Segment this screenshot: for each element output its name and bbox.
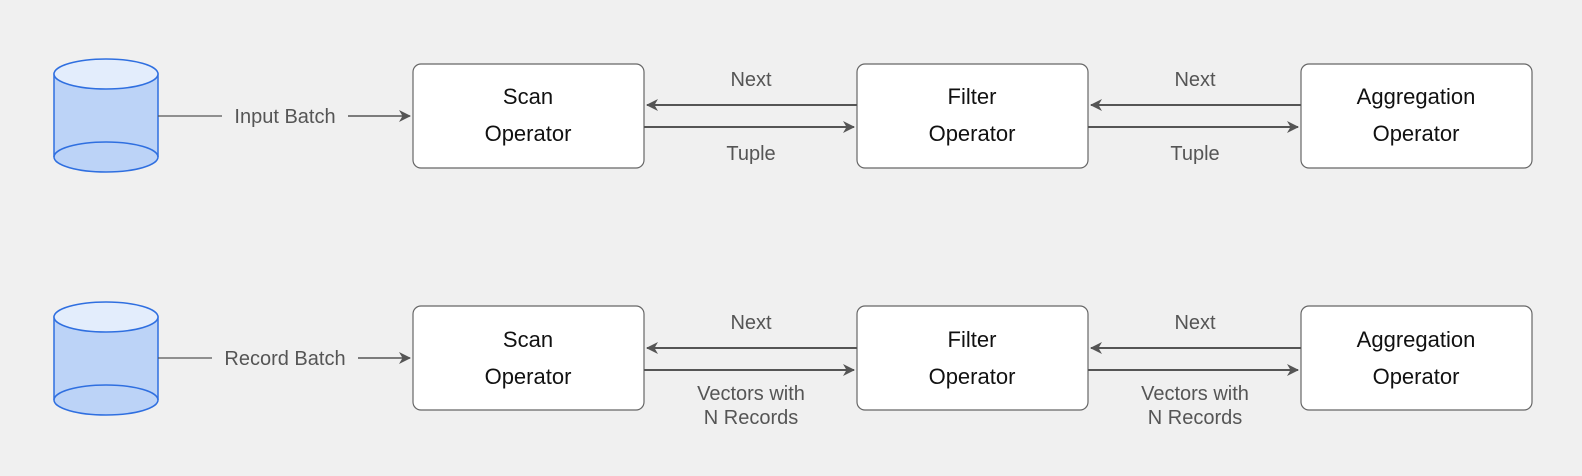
operator-type: Operator <box>929 121 1016 146</box>
input-connector: Record Batch <box>158 348 411 370</box>
operator-name: Aggregation <box>1357 327 1476 352</box>
scan-filter-link: Next Vectors with N Records <box>644 312 857 429</box>
filter-aggregation-link: Next Tuple <box>1088 69 1301 165</box>
scan-operator-box: Scan Operator <box>412 63 645 169</box>
data-label-line1: Vectors with <box>697 383 805 405</box>
operator-name: Aggregation <box>1357 84 1476 109</box>
scan-operator-box: Scan Operator <box>412 305 645 411</box>
filter-operator-box: Filter Operator <box>856 63 1089 169</box>
pipeline-row-1: Input Batch Scan Operator Filter Operato… <box>53 58 1533 173</box>
database-cylinder-icon <box>53 58 159 173</box>
filter-operator-box: Filter Operator <box>856 305 1089 411</box>
operator-name: Filter <box>948 84 997 109</box>
database-cylinder-icon <box>53 301 159 416</box>
data-label-line2: N Records <box>1148 407 1242 429</box>
operator-type: Operator <box>485 121 572 146</box>
aggregation-operator-box: Aggregation Operator <box>1300 63 1533 169</box>
input-label: Record Batch <box>224 348 345 370</box>
operator-name: Filter <box>948 327 997 352</box>
aggregation-operator-box: Aggregation Operator <box>1300 305 1533 411</box>
data-label: Tuple <box>1170 143 1219 165</box>
data-label-line1: Vectors with <box>1141 383 1249 405</box>
pipeline-row-2: Record Batch Scan Operator Filter Operat… <box>53 301 1533 429</box>
operator-type: Operator <box>929 364 1016 389</box>
input-label: Input Batch <box>234 106 335 128</box>
operator-type: Operator <box>1373 121 1460 146</box>
data-label-line2: N Records <box>704 407 798 429</box>
operator-name: Scan <box>503 84 553 109</box>
data-label: Tuple <box>726 143 775 165</box>
next-label: Next <box>1174 69 1216 91</box>
next-label: Next <box>730 69 772 91</box>
input-connector: Input Batch <box>158 106 411 128</box>
operator-type: Operator <box>1373 364 1460 389</box>
next-label: Next <box>730 312 772 334</box>
scan-filter-link: Next Tuple <box>644 69 857 165</box>
next-label: Next <box>1174 312 1216 334</box>
filter-aggregation-link: Next Vectors with N Records <box>1088 312 1301 429</box>
operator-type: Operator <box>485 364 572 389</box>
operator-name: Scan <box>503 327 553 352</box>
